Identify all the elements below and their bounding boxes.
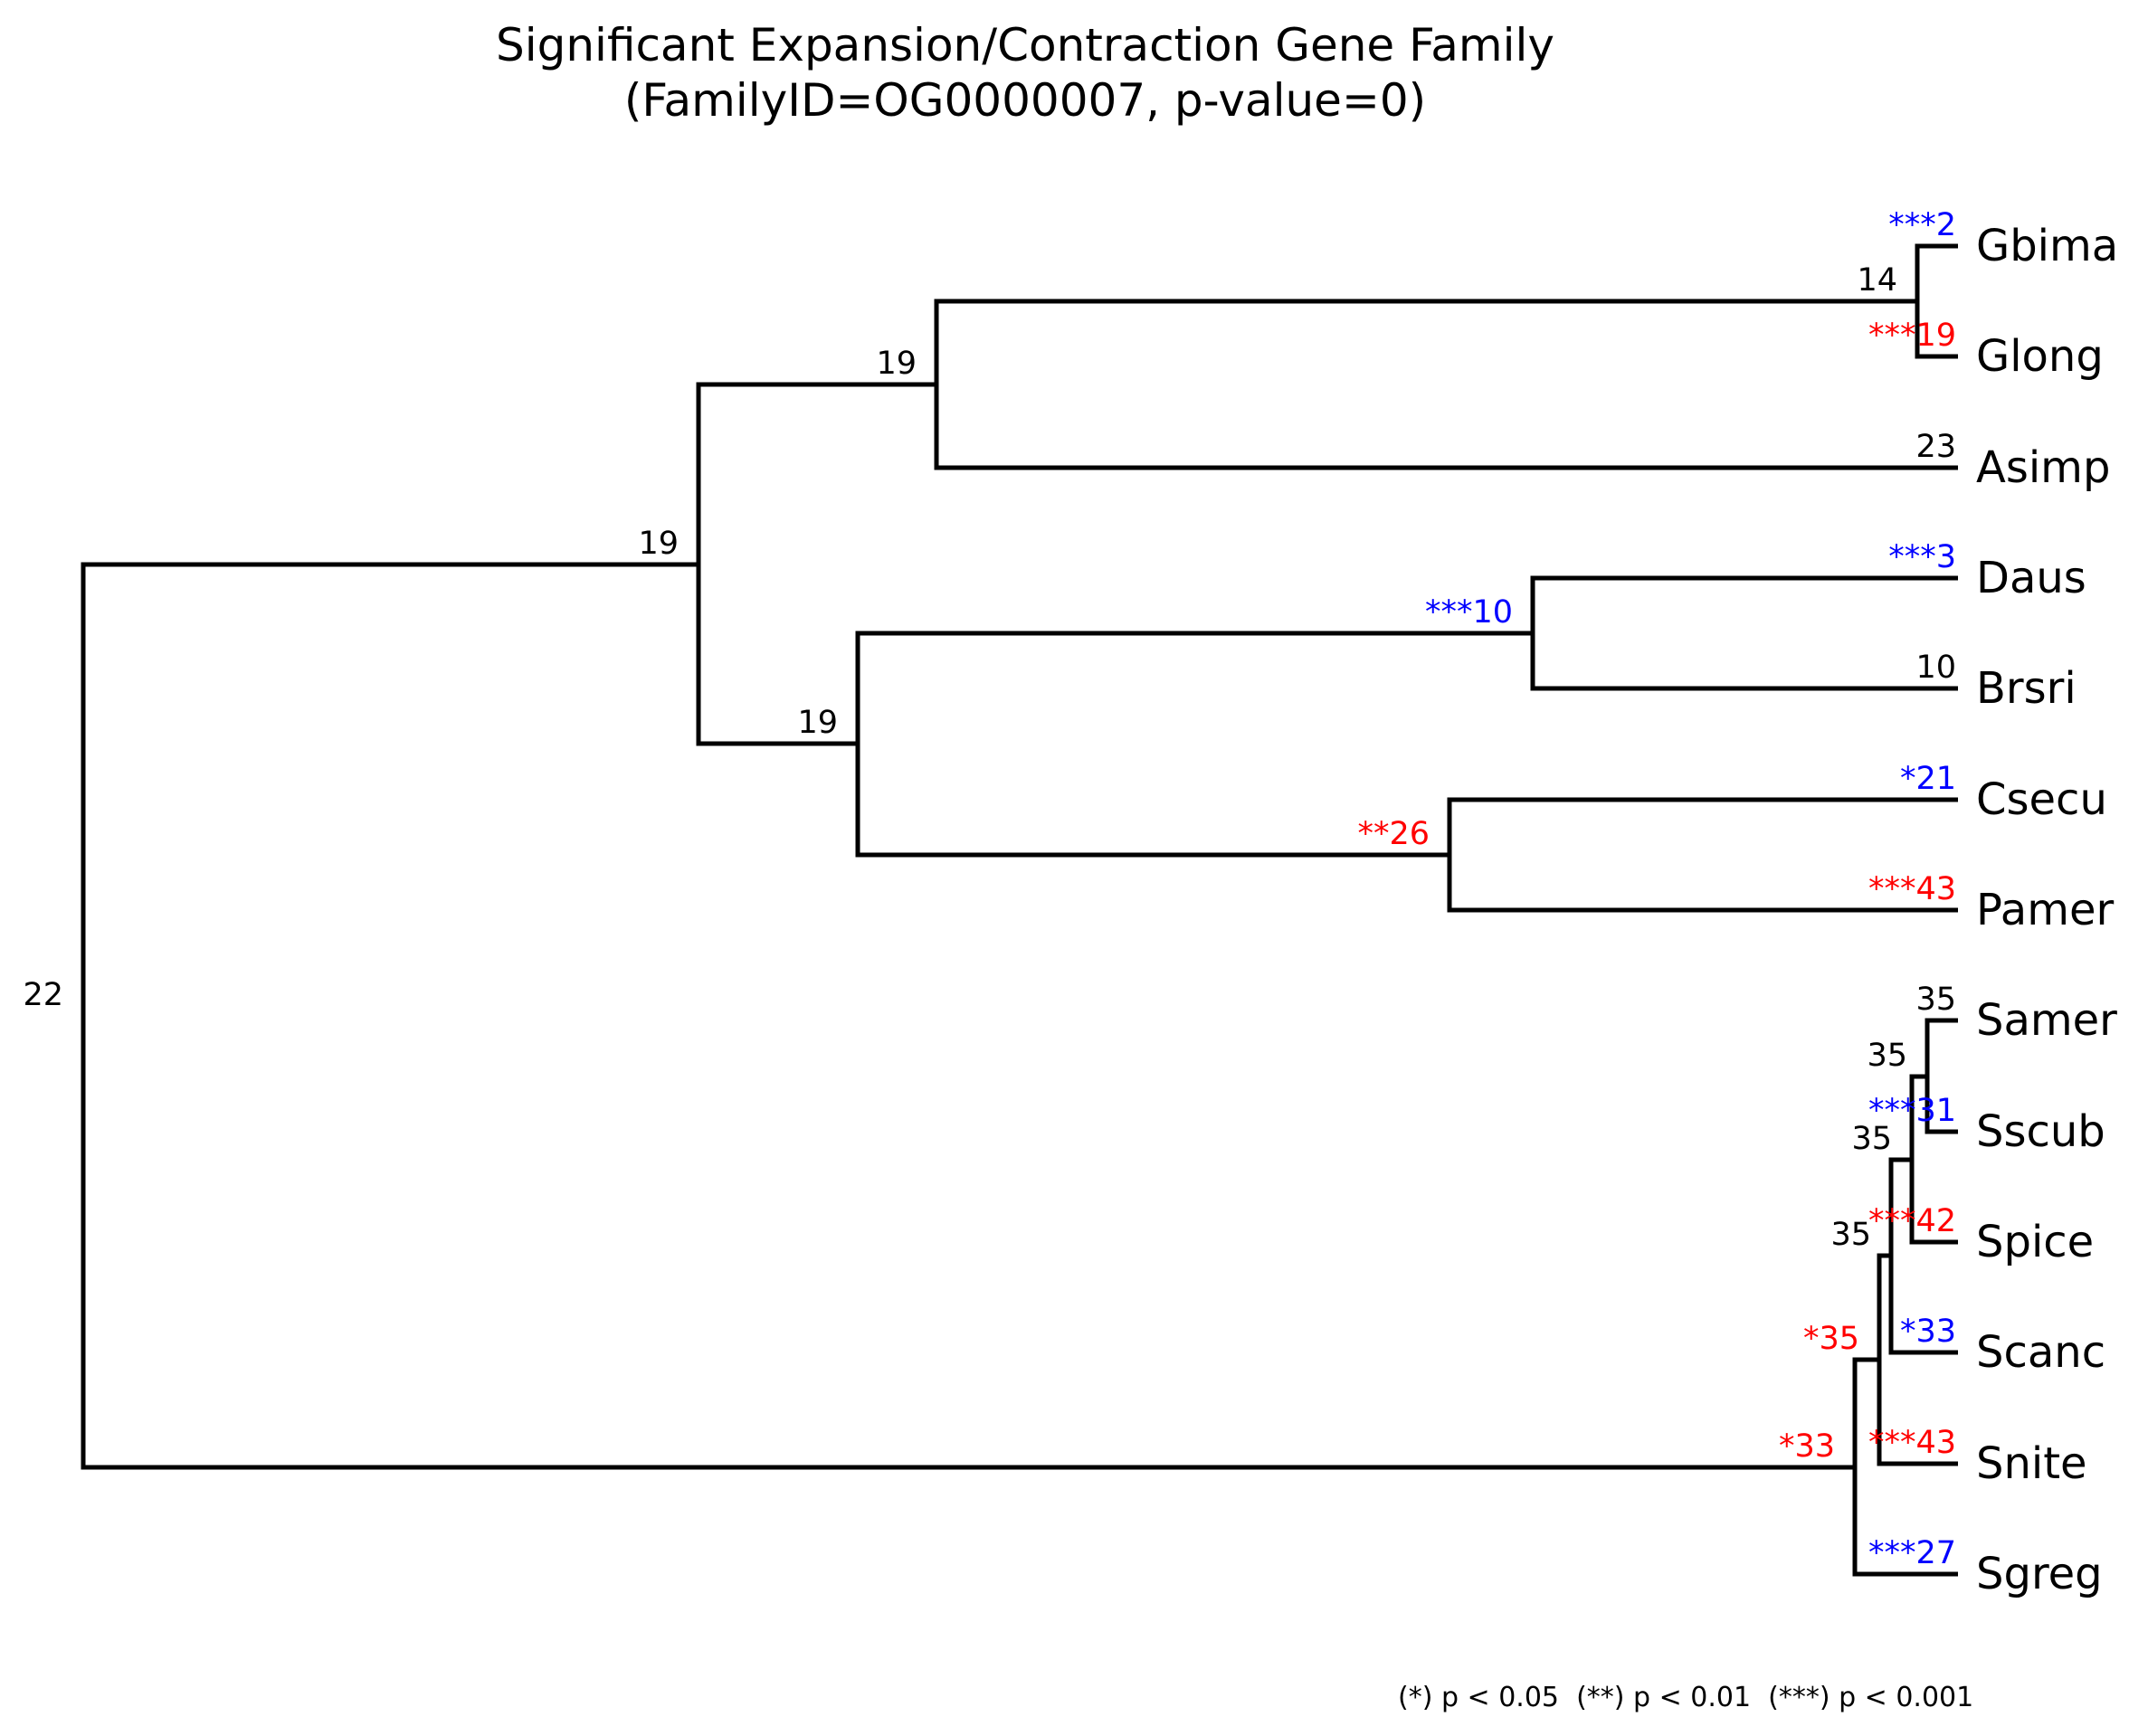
tip-count-Pamer: ***43: [1868, 871, 1956, 907]
tip-count-Sscub: ***31: [1868, 1093, 1956, 1129]
node-count-node-samer-sscub: 35: [1867, 1038, 1907, 1074]
figure-title-line2: (FamilyID=OG0000007, p-value=0): [624, 74, 1426, 127]
node-count-node-plus-spice: 35: [1851, 1121, 1892, 1157]
tip-count-Asimp: 23: [1915, 429, 1956, 465]
node-count-node-upper-clade: 19: [638, 526, 679, 562]
tip-name-Spice: Spice: [1976, 1217, 2094, 1267]
node-count-node-plus-scanc: 35: [1830, 1217, 1871, 1253]
tip-name-Glong: Glong: [1976, 331, 2104, 382]
tip-count-Snite: ***43: [1868, 1425, 1956, 1461]
tip-count-Brsri: 10: [1915, 650, 1956, 686]
tip-name-Gbima: Gbima: [1976, 221, 2118, 271]
tip-name-Scanc: Scanc: [1976, 1327, 2105, 1378]
node-count-node-plus-sgreg: *33: [1779, 1428, 1835, 1465]
tip-name-Brsri: Brsri: [1976, 663, 2077, 714]
figure-title-line1: Significant Expansion/Contraction Gene F…: [496, 19, 1554, 71]
tip-count-Samer: 35: [1915, 982, 1956, 1018]
node-count-node-gbima-glong: 14: [1857, 262, 1897, 299]
tip-count-Scanc: *33: [1900, 1314, 1956, 1350]
tip-name-Asimp: Asimp: [1976, 442, 2110, 493]
tip-name-Snite: Snite: [1976, 1438, 2087, 1489]
tip-name-Pamer: Pamer: [1976, 885, 2114, 935]
tip-name-Sscub: Sscub: [1976, 1106, 2105, 1157]
node-count-node-plus-snite: *35: [1803, 1321, 1859, 1357]
tip-count-Csecu: *21: [1900, 761, 1956, 797]
tip-count-Sgreg: ***27: [1868, 1535, 1956, 1571]
node-count-node-gg-asimp: 19: [876, 346, 917, 382]
tip-name-Samer: Samer: [1976, 995, 2117, 1046]
tip-name-Daus: Daus: [1976, 553, 2086, 603]
tip-name-Csecu: Csecu: [1976, 774, 2107, 825]
tip-count-Spice: ***42: [1868, 1203, 1956, 1239]
tip-count-Gbima: ***2: [1888, 207, 1956, 243]
node-count-root: 22: [23, 977, 63, 1013]
tip-name-Sgreg: Sgreg: [1976, 1549, 2103, 1599]
tip-count-Glong: ***19: [1868, 318, 1956, 354]
tip-count-Daus: ***3: [1888, 539, 1956, 575]
node-count-node-csecu-pamer: **26: [1357, 816, 1430, 852]
significance-legend: (*) p < 0.05 (**) p < 0.01 (***) p < 0.0…: [1398, 1682, 1973, 1713]
node-count-node-daus-brsri: ***10: [1425, 594, 1513, 631]
node-count-node-mid-clade: 19: [797, 705, 838, 741]
